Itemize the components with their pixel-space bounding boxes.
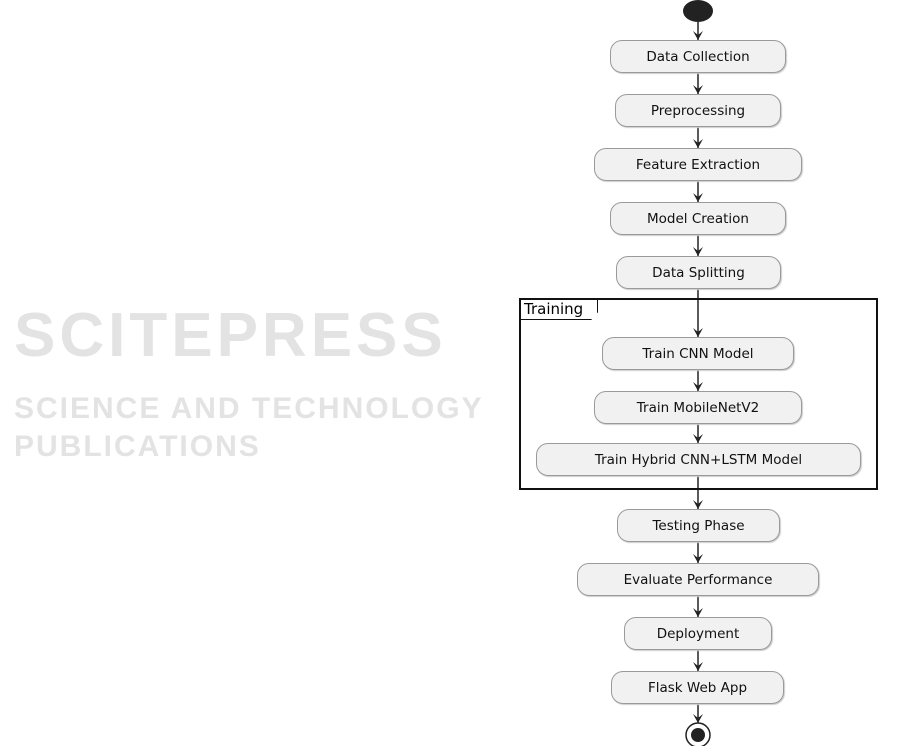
- start-node-icon: [683, 0, 713, 22]
- activity-data-splitting: Data Splitting: [616, 256, 781, 289]
- arrowhead-icon: [693, 247, 703, 256]
- activity-deployment: Deployment: [624, 617, 772, 650]
- training-group-label: Training: [521, 300, 598, 320]
- arrowhead-icon: [693, 434, 703, 443]
- arrowhead-icon: [693, 31, 703, 40]
- activity-train-mobilenetv2: Train MobileNetV2: [594, 391, 802, 424]
- end-node-inner-icon: [691, 728, 705, 742]
- activity-flask-web-app: Flask Web App: [611, 671, 784, 704]
- arrowhead-icon: [693, 328, 703, 337]
- activity-feature-extraction: Feature Extraction: [594, 148, 802, 181]
- activity-train-cnn: Train CNN Model: [602, 337, 794, 370]
- watermark-subtitle: SCIENCE AND TECHNOLOGY PUBLICATIONS: [14, 392, 484, 463]
- arrowhead-icon: [693, 662, 703, 671]
- arrowhead-icon: [693, 554, 703, 563]
- arrowhead-icon: [693, 714, 703, 723]
- arrowhead-icon: [693, 608, 703, 617]
- watermark-title: SCITEPRESS: [14, 301, 447, 370]
- activity-testing-phase: Testing Phase: [617, 509, 780, 542]
- arrowhead-icon: [693, 193, 703, 202]
- arrowhead-icon: [693, 382, 703, 391]
- activity-data-collection: Data Collection: [610, 40, 786, 73]
- arrowhead-icon: [693, 139, 703, 148]
- activity-model-creation: Model Creation: [610, 202, 786, 235]
- arrowhead-icon: [693, 85, 703, 94]
- activity-preprocessing: Preprocessing: [615, 94, 781, 127]
- training-group-frame: Training: [519, 298, 878, 490]
- activity-evaluate-performance: Evaluate Performance: [577, 563, 819, 596]
- activity-train-hybrid: Train Hybrid CNN+LSTM Model: [536, 443, 861, 476]
- arrowhead-icon: [693, 500, 703, 509]
